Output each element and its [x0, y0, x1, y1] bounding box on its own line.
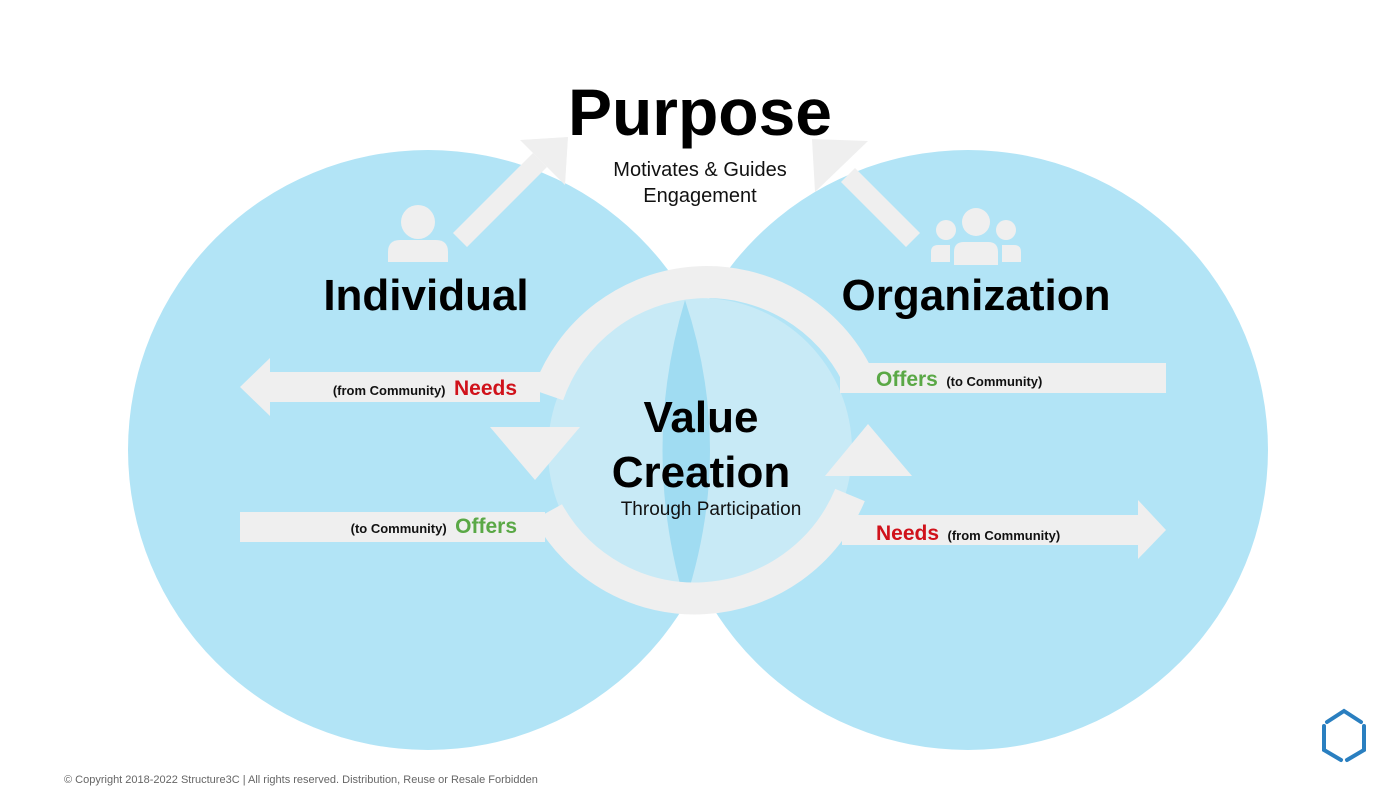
- left-needs-prefix: (from Community): [333, 383, 446, 398]
- purpose-subtitle-2: Engagement: [643, 185, 757, 207]
- right-offers-text: Offers (to Community): [876, 368, 1042, 391]
- right-needs-text: Needs (from Community): [876, 522, 1060, 545]
- left-needs-text: (from Community) Needs: [333, 377, 517, 400]
- participation-label: Through Participation: [621, 499, 802, 520]
- cycle-arrowhead-down: [490, 427, 580, 480]
- right-needs-suffix: (from Community): [947, 528, 1060, 543]
- purpose-title: Purpose: [568, 75, 832, 149]
- overlap-lens: [662, 300, 710, 602]
- structure3c-logo: [1322, 708, 1366, 762]
- individual-label: Individual: [323, 271, 528, 320]
- creation-label: Creation: [612, 448, 790, 497]
- person-icon: [388, 205, 448, 262]
- left-offers-label: Offers: [455, 515, 517, 538]
- left-offers-bar: [240, 512, 545, 542]
- right-offers-suffix: (to Community): [946, 374, 1042, 389]
- value-label: Value: [644, 393, 759, 442]
- left-offers-prefix: (to Community): [351, 521, 447, 536]
- right-needs-arrow: [842, 500, 1166, 559]
- left-needs-label: Needs: [454, 377, 517, 400]
- cycle-arrowhead-up: [825, 424, 912, 476]
- cycle-ring-bottom: [534, 488, 865, 615]
- individual-circle: [128, 150, 728, 750]
- left-offers-text: (to Community) Offers: [351, 515, 517, 538]
- group-icon: [931, 208, 1021, 265]
- organization-label: Organization: [842, 271, 1111, 320]
- right-needs-label: Needs: [876, 522, 939, 545]
- organization-to-purpose-arrow: [812, 139, 920, 247]
- individual-to-purpose-arrow: [453, 137, 568, 247]
- copyright-footer: © Copyright 2018-2022 Structure3C | All …: [64, 774, 538, 786]
- organization-circle: [668, 150, 1268, 750]
- right-offers-bar: [840, 363, 1166, 393]
- purpose-subtitle-1: Motivates & Guides: [613, 159, 786, 181]
- right-offers-label: Offers: [876, 368, 938, 391]
- cycle-ring-top: [532, 266, 873, 401]
- left-needs-arrow: [240, 358, 540, 416]
